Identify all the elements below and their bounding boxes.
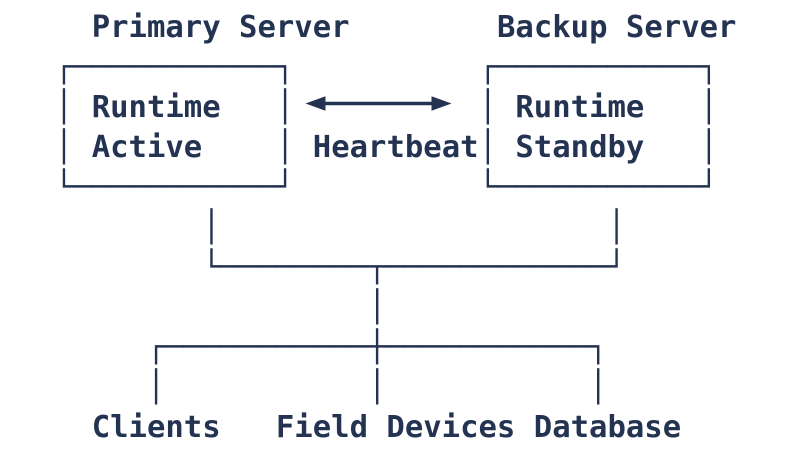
heartbeat-arrow-icon: [305, 96, 452, 111]
primary-server-box: ┌───────────┐ │ │ │ │ └───────────┘: [54, 50, 295, 205]
clients-label: Clients: [91, 410, 221, 445]
connector-tree-line-art: │ │ └────────┬────────────┘ │ ┌─────────…: [146, 210, 626, 405]
primary-server-title: Primary Server: [91, 10, 350, 45]
field-devices-label: Field Devices: [275, 410, 516, 445]
database-label: Database: [533, 410, 682, 445]
backup-server-runtime-label: Runtime: [515, 90, 645, 125]
primary-server-runtime-label: Runtime: [91, 90, 221, 125]
backup-server-status-label: Standby: [515, 130, 645, 165]
primary-server-status-label: Active: [91, 130, 203, 165]
backup-server-title: Backup Server: [497, 10, 737, 45]
heartbeat-label: Heartbeat: [312, 130, 479, 165]
backup-server-box: ┌───────────┐ │ │ │ │ └───────────┘: [478, 50, 719, 205]
